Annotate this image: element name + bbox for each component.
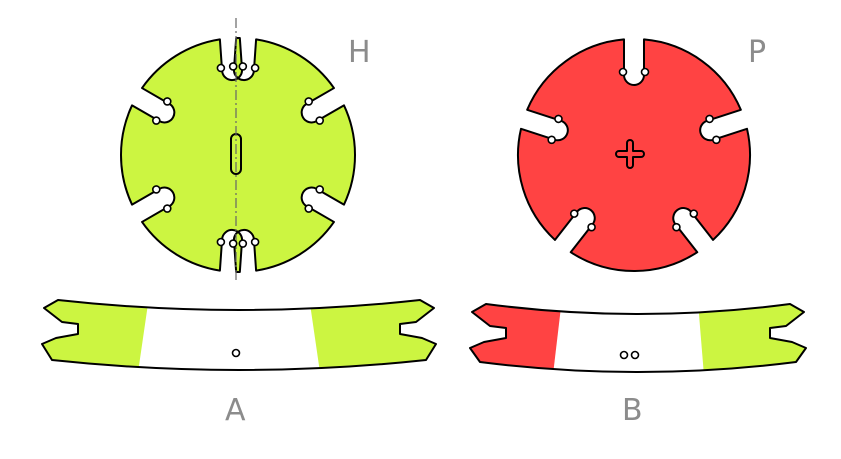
strip-b-outline bbox=[469, 303, 807, 373]
slot-relief-hole bbox=[228, 62, 238, 71]
slot-relief-hole bbox=[216, 237, 226, 247]
slot-relief-hole bbox=[705, 114, 714, 124]
disc-p-center-plus bbox=[615, 139, 645, 169]
slot-relief-hole bbox=[618, 67, 628, 77]
slot-relief-hole bbox=[304, 97, 314, 106]
slot-relief-hole bbox=[216, 63, 226, 73]
slot-relief-hole bbox=[304, 204, 314, 213]
slot-relief-hole bbox=[315, 116, 325, 125]
slot-relief-hole bbox=[151, 185, 161, 194]
label-b: B bbox=[622, 393, 643, 428]
slot-relief-hole bbox=[162, 97, 172, 106]
strip-b: B bbox=[469, 303, 807, 428]
strip-b-hole-right bbox=[630, 350, 640, 360]
slot-relief-hole bbox=[238, 62, 248, 71]
strip-a: A bbox=[41, 299, 437, 428]
slot-relief-hole bbox=[689, 209, 699, 218]
slot-relief-hole bbox=[587, 222, 596, 232]
disc-h-outline bbox=[119, 37, 357, 273]
slot-relief-hole bbox=[640, 67, 650, 77]
slot-relief-hole bbox=[554, 114, 563, 124]
slot-relief-hole bbox=[250, 237, 260, 247]
slot-relief-hole bbox=[162, 204, 172, 213]
slot-relief-hole bbox=[228, 239, 238, 248]
label-h: H bbox=[348, 35, 371, 70]
slot-relief-hole bbox=[712, 135, 721, 145]
strip-b-hole-left bbox=[619, 350, 629, 360]
disc-p-outline bbox=[517, 38, 751, 272]
slot-relief-hole bbox=[250, 63, 260, 73]
label-a: A bbox=[225, 393, 246, 428]
disc-h: H bbox=[119, 18, 371, 280]
label-p: P bbox=[748, 35, 766, 70]
strip-a-hole bbox=[231, 348, 241, 358]
slot-relief-hole bbox=[238, 239, 248, 248]
slot-relief-hole bbox=[547, 135, 556, 145]
slot-relief-hole bbox=[672, 222, 681, 232]
strip-a-left-band bbox=[42, 300, 150, 370]
strip-a-outline bbox=[41, 299, 437, 371]
disc-p: P bbox=[517, 35, 766, 272]
slot-relief-hole bbox=[151, 116, 161, 125]
slot-relief-hole bbox=[569, 209, 579, 218]
slot-relief-hole bbox=[315, 185, 325, 194]
